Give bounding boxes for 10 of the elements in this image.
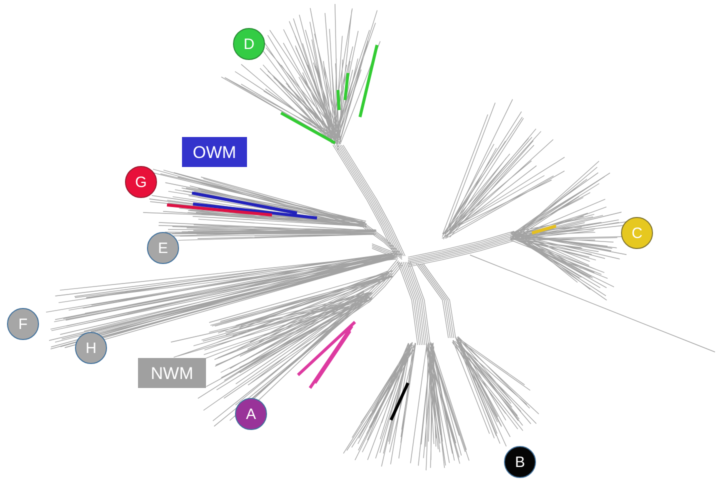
clade-label: B (504, 446, 536, 478)
clade-label: F (7, 308, 39, 340)
clade-label: G (125, 166, 157, 198)
clade-label: C (621, 217, 653, 249)
clade-label: E (147, 232, 179, 264)
clade-label: D (233, 28, 265, 60)
group-label: NWM (138, 358, 206, 388)
clade-label: H (75, 332, 107, 364)
group-label: OWM (182, 137, 247, 167)
clade-label: A (235, 398, 267, 430)
